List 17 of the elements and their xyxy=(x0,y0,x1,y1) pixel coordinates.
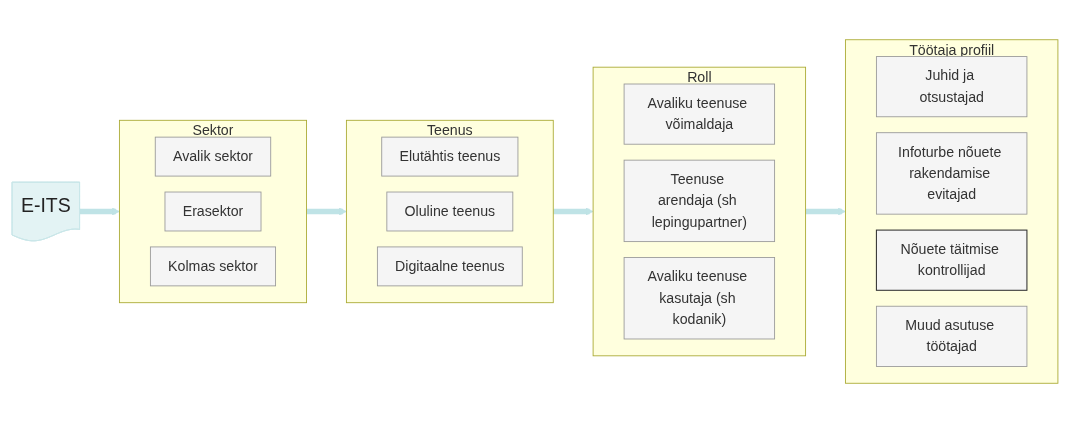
node-box: Avalik sektor xyxy=(154,136,272,177)
node-box: Avaliku teenuse võimaldaja xyxy=(623,83,776,145)
node-box: Oluline teenus xyxy=(386,191,514,232)
arrow xyxy=(306,207,347,216)
node-box: Infoturbe nõuete rakendamise evitajad xyxy=(875,132,1028,215)
node-box: Erasektor xyxy=(164,191,262,232)
node-box: Nõuete täitmise kontrollijad xyxy=(875,229,1028,291)
node-box: Elutähtis teenus xyxy=(381,136,519,177)
arrow xyxy=(553,207,594,216)
node-box: Juhid ja otsustajad xyxy=(875,56,1028,118)
node-box: Muud asutuse töötajad xyxy=(875,305,1028,367)
node-box: Teenuse arendaja (sh lepingupartner) xyxy=(623,159,776,243)
arrow xyxy=(79,207,120,216)
node-box: Kolmas sektor xyxy=(149,246,277,287)
arrow xyxy=(805,207,846,216)
node-box: Avaliku teenuse kasutaja (sh kodanik) xyxy=(623,257,776,340)
node-box: Digitaalne teenus xyxy=(376,246,523,287)
